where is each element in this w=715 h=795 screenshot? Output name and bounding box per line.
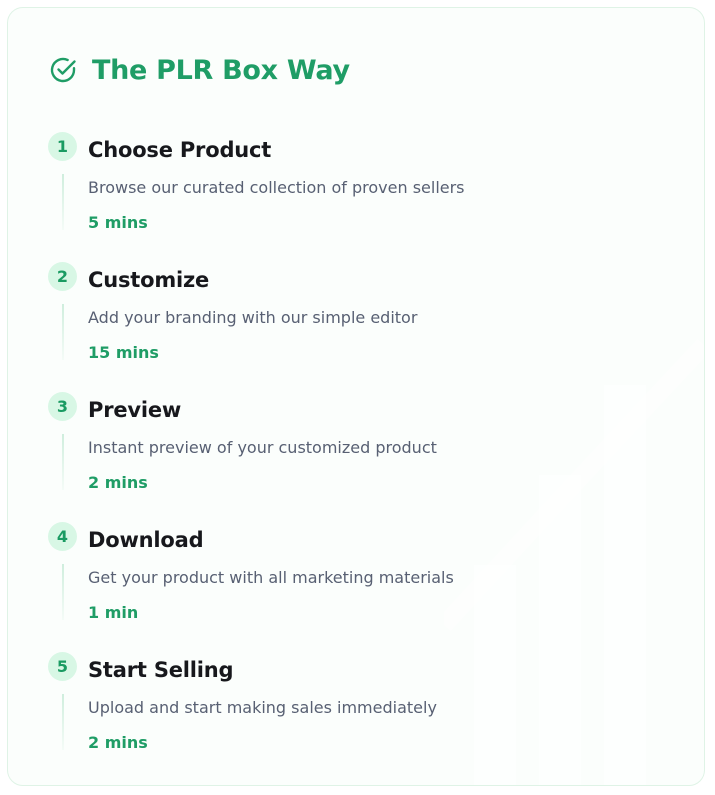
step-duration: 5 mins: [88, 213, 148, 232]
step-item: 5 Start Selling Upload and start making …: [48, 652, 668, 782]
step-duration: 2 mins: [88, 733, 148, 752]
step-description: Browse our curated collection of proven …: [88, 178, 465, 197]
step-duration: 1 min: [88, 603, 139, 622]
step-description: Add your branding with our simple editor: [88, 308, 418, 327]
step-title: Customize: [88, 268, 210, 292]
step-description: Upload and start making sales immediatel…: [88, 698, 437, 717]
step-number-badge: 3: [48, 392, 77, 421]
step-title: Preview: [88, 398, 182, 422]
step-number-badge: 5: [48, 652, 77, 681]
card-header: The PLR Box Way: [48, 50, 350, 90]
step-duration: 2 mins: [88, 473, 148, 492]
step-description: Instant preview of your customized produ…: [88, 438, 437, 457]
process-card: The PLR Box Way 1 Choose Product Browse …: [7, 7, 705, 786]
card-title: The PLR Box Way: [92, 54, 350, 86]
step-item: 4 Download Get your product with all mar…: [48, 522, 668, 652]
step-title: Start Selling: [88, 658, 234, 682]
step-item: 2 Customize Add your branding with our s…: [48, 262, 668, 392]
step-connector-line: [62, 564, 64, 620]
steps-list: 1 Choose Product Browse our curated coll…: [48, 132, 668, 782]
step-connector-line: [62, 174, 64, 230]
step-duration: 15 mins: [88, 343, 159, 362]
step-connector-line: [62, 304, 64, 360]
step-connector-line: [62, 434, 64, 490]
step-title: Download: [88, 528, 204, 552]
step-description: Get your product with all marketing mate…: [88, 568, 454, 587]
step-title: Choose Product: [88, 138, 272, 162]
step-item: 3 Preview Instant preview of your custom…: [48, 392, 668, 522]
step-number-badge: 4: [48, 522, 77, 551]
step-connector-line: [62, 694, 64, 750]
step-number-badge: 2: [48, 262, 77, 291]
step-item: 1 Choose Product Browse our curated coll…: [48, 132, 668, 262]
step-number-badge: 1: [48, 132, 77, 161]
check-circle-icon: [48, 55, 78, 85]
